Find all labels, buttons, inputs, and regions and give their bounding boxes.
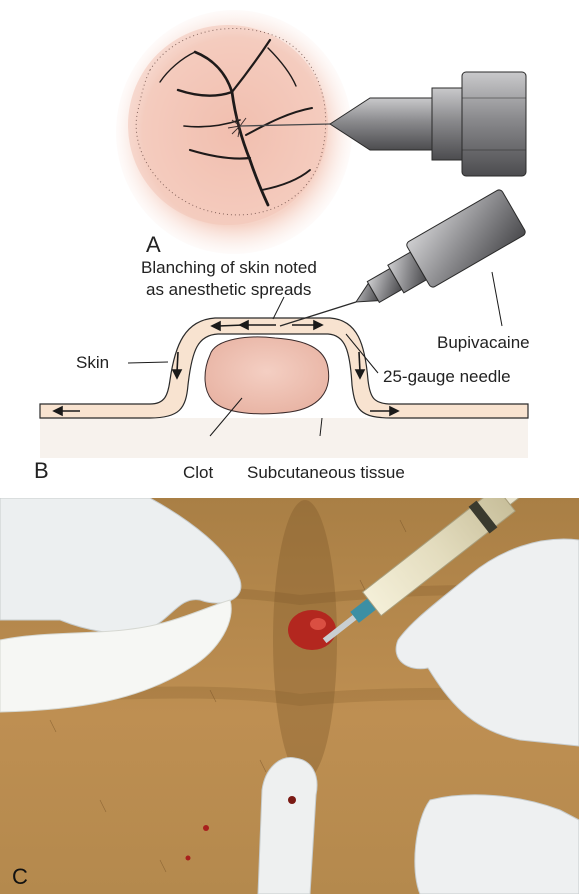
label-clot: Clot — [183, 463, 214, 482]
syringe-hub-a — [330, 72, 526, 176]
thrombosed-hemorrhoid — [288, 610, 336, 650]
retractor-mark — [288, 796, 296, 804]
blood-drop — [186, 856, 191, 861]
label-skin: Skin — [76, 353, 109, 372]
label-subcutaneous: Subcutaneous tissue — [247, 463, 405, 482]
panel-c-photo: C — [0, 437, 579, 894]
subcutaneous-tissue — [40, 418, 528, 458]
panel-b-letter: B — [34, 458, 49, 483]
lower-glove — [415, 795, 579, 894]
label-bupivacaine: Bupivacaine — [437, 333, 530, 352]
panel-a-letter: A — [146, 232, 161, 257]
syringe-b — [343, 188, 527, 324]
retractor-blade — [258, 758, 317, 894]
label-blanching-2: as anesthetic spreads — [146, 280, 311, 299]
blood-drop — [203, 825, 209, 831]
label-needle: 25-gauge needle — [383, 367, 511, 386]
hemorrhoid-highlight — [310, 618, 326, 630]
clot — [205, 337, 329, 414]
label-blanching-1: Blanching of skin noted — [141, 258, 317, 277]
panel-c-letter: C — [12, 864, 28, 889]
